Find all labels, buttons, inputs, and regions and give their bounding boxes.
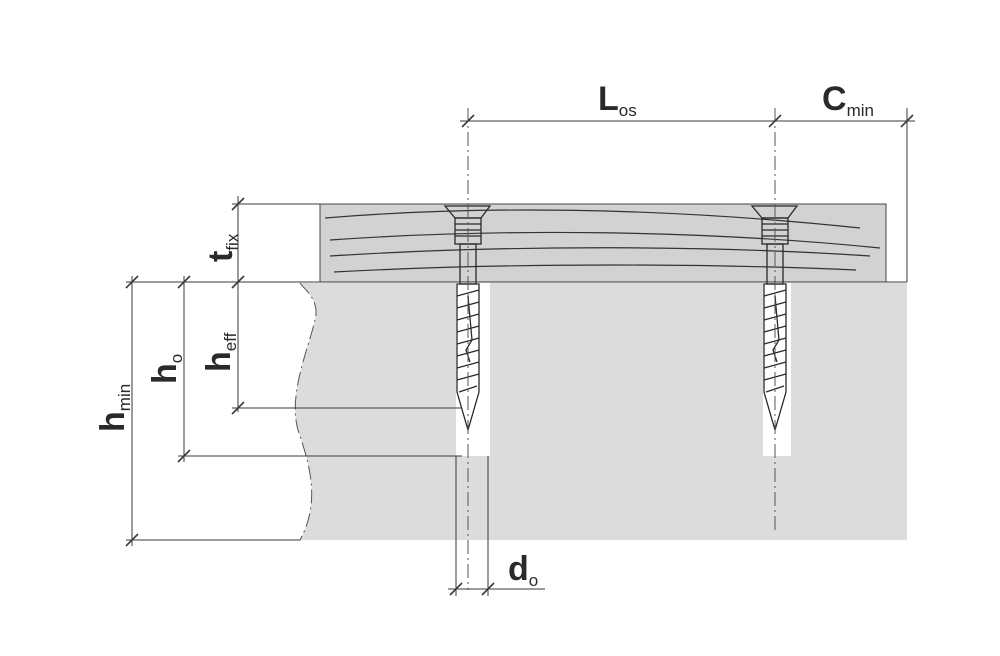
label-ho: ho [146, 354, 186, 384]
dimension-top-reference [125, 275, 907, 289]
label-cmin: Cmin [822, 80, 874, 120]
label-tfix: tfix [202, 233, 242, 262]
concrete-base [295, 283, 907, 540]
timber-grain [324, 209, 881, 273]
dimension-ho [177, 276, 462, 463]
dimension-do [448, 456, 545, 596]
dimension-los-cmin [460, 108, 915, 282]
drill-hole-left [456, 283, 490, 456]
dimension-heff [231, 282, 462, 415]
timber-fixture [319, 203, 887, 283]
dimension-tfix [231, 196, 320, 282]
label-los: Los [598, 80, 637, 120]
label-hmin: hmin [94, 384, 134, 432]
label-heff: heff [200, 332, 240, 372]
dimension-hmin [125, 276, 300, 547]
drill-hole-right [763, 283, 791, 456]
label-do: do [508, 550, 538, 590]
